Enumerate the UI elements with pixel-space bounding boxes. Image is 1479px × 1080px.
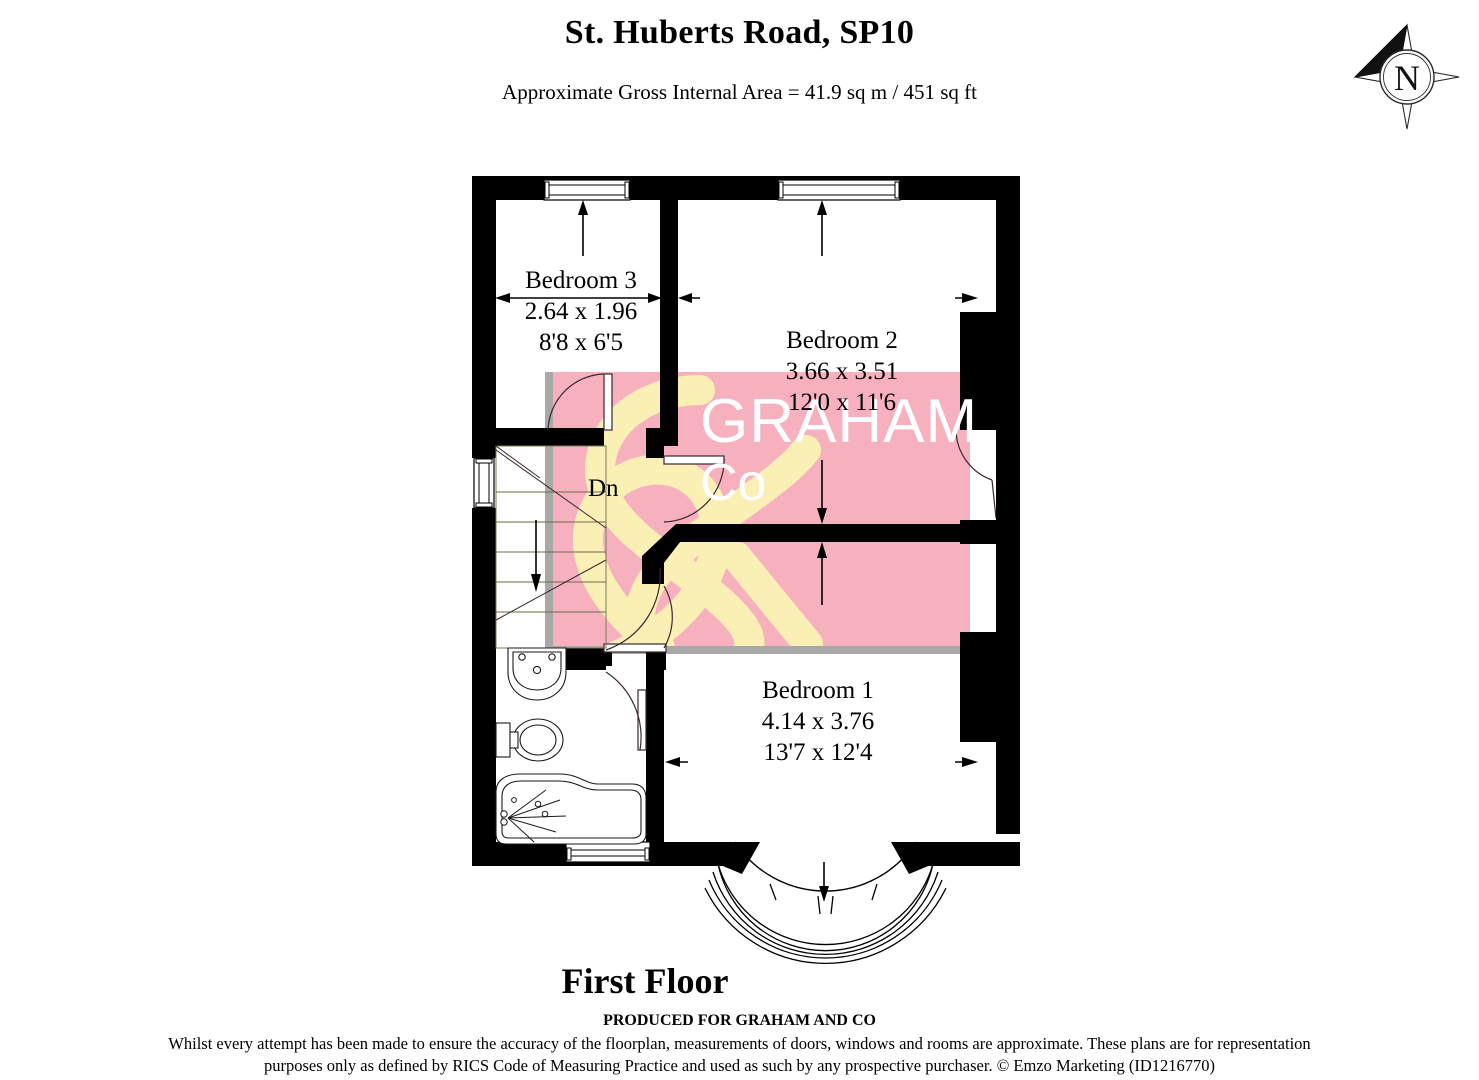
window-bay-bedroom-1 <box>704 863 947 965</box>
produced-for-label: PRODUCED FOR GRAHAM AND CO <box>603 1012 876 1029</box>
door-bedroom-2 <box>663 455 725 523</box>
window-bathroom <box>565 841 651 863</box>
room-imperial-bedroom-2: 12'0 x 11'6 <box>788 389 896 416</box>
room-imperial-bedroom-1: 13'7 x 12'4 <box>763 739 873 766</box>
room-name-bedroom-2: Bedroom 2 <box>786 327 898 354</box>
compass-rose-icon: N <box>1353 23 1460 130</box>
room-metric-bedroom-1: 4.14 x 3.76 <box>762 708 875 735</box>
room-name-bedroom-3: Bedroom 3 <box>525 267 637 294</box>
watermark-text: GRAHAM Co <box>700 387 978 512</box>
room-metric-bedroom-2: 3.66 x 3.51 <box>786 358 899 385</box>
door-bathroom <box>605 671 647 751</box>
disclaimer-line-1: Whilst every attempt has been made to en… <box>168 1034 1311 1053</box>
room-metric-bedroom-3: 2.64 x 1.96 <box>525 298 638 325</box>
toilet-icon <box>495 718 564 762</box>
page-title: St. Huberts Road, SP10 <box>564 14 915 51</box>
floor-label: First Floor <box>561 961 729 1001</box>
dim-bed1-horizontal <box>665 757 978 767</box>
watermark-ampersand-icon <box>572 375 823 654</box>
gross-internal-area-subtitle: Approximate Gross Internal Area = 41.9 s… <box>502 80 977 104</box>
room-name-bedroom-1: Bedroom 1 <box>762 677 874 704</box>
disclaimer-line-2: purposes only as defined by RICS Code of… <box>264 1056 1215 1075</box>
room-imperial-bedroom-3: 8'8 x 6'5 <box>539 329 623 356</box>
window-bedroom-2 <box>777 179 901 201</box>
room-labels: Bedroom 3 2.64 x 1.96 8'8 x 6'5 Bedroom … <box>525 267 899 766</box>
sink-icon <box>507 647 567 701</box>
interior-walls <box>496 176 996 848</box>
compass-north-label: N <box>1394 58 1420 98</box>
dim-bed3-vertical <box>578 200 588 256</box>
door-bedroom-2-alcove <box>955 429 997 519</box>
window-landing <box>473 457 495 509</box>
dim-bed3-horizontal <box>495 293 662 303</box>
door-bedroom-3 <box>547 373 613 431</box>
windows <box>473 179 947 965</box>
dim-bed1-bay-vertical <box>819 862 829 902</box>
dim-bed2-horizontal <box>678 293 978 303</box>
bath-shower-icon <box>495 773 647 845</box>
bathroom-fixtures <box>495 647 647 845</box>
dim-bed2-vertical-top <box>817 200 827 256</box>
staircase <box>495 445 607 649</box>
bay-inner-arc <box>734 841 917 892</box>
watermark-line1: GRAHAM <box>700 387 978 456</box>
dimension-arrows <box>495 200 978 902</box>
watermark-panel <box>545 372 970 654</box>
window-bedroom-3 <box>543 179 631 201</box>
exterior-walls <box>472 176 1020 874</box>
dim-bed2-vertical-bottom <box>817 460 827 605</box>
watermark-line2: Co <box>700 454 766 512</box>
stairs-down-label: Dn <box>588 475 619 502</box>
